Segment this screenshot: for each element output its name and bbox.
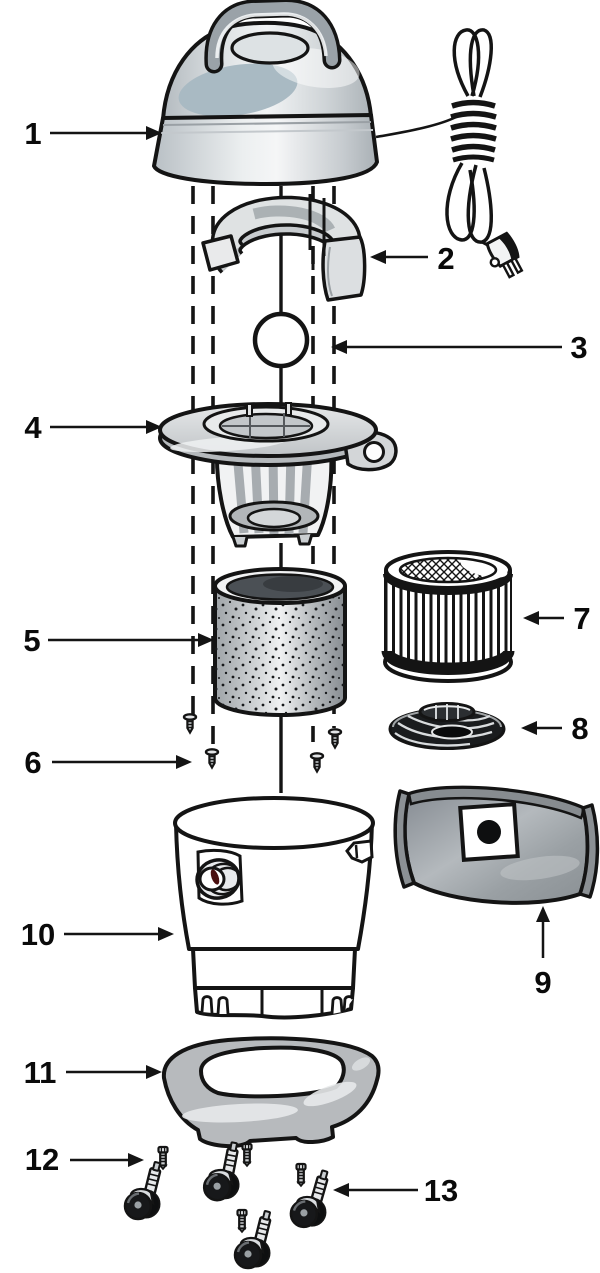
callout-12: 12 [25, 1142, 144, 1177]
callout-6-label: 6 [24, 745, 41, 780]
dolly-base [161, 1036, 381, 1148]
motor-head [152, 0, 457, 186]
float-cage [158, 402, 398, 548]
callout-1: 1 [24, 116, 162, 151]
power-cord-coil [445, 28, 524, 279]
handle-opening [230, 31, 310, 65]
callout-9-label: 9 [534, 965, 551, 1000]
tank [173, 796, 375, 1020]
lid-screws [182, 713, 343, 773]
callout-4-label: 4 [24, 410, 42, 445]
bag-label [458, 802, 520, 862]
callout-10: 10 [21, 917, 174, 952]
dust-bag [393, 785, 600, 905]
filter-retainer [388, 702, 506, 750]
callout-8-label: 8 [571, 711, 588, 746]
callout-11: 11 [24, 1055, 162, 1090]
cord-lead [375, 115, 457, 139]
callouts: 1 2 3 4 5 6 7 8 [21, 116, 591, 1208]
callout-10-label: 10 [21, 917, 55, 952]
callout-9: 9 [534, 906, 552, 1000]
tank-latch [345, 839, 374, 864]
callout-2-label: 2 [437, 241, 454, 276]
callout-3: 3 [331, 330, 588, 365]
foam-sleeve [213, 567, 347, 717]
callout-7: 7 [523, 601, 591, 636]
callout-12-label: 12 [25, 1142, 59, 1177]
callout-6: 6 [24, 745, 192, 780]
power-plug [485, 231, 524, 279]
cartridge-filter [381, 550, 515, 683]
callout-7-label: 7 [573, 601, 590, 636]
callout-8: 8 [521, 711, 589, 746]
foam-ring [201, 194, 367, 302]
callout-5-label: 5 [23, 623, 40, 658]
callout-2: 2 [370, 241, 455, 276]
inlet-port [195, 858, 242, 900]
dome-sheen-blue [178, 63, 298, 117]
callout-11-label: 11 [24, 1055, 57, 1090]
casters [123, 1140, 331, 1270]
callout-3-label: 3 [570, 330, 587, 365]
callout-13: 13 [333, 1173, 458, 1208]
callout-1-label: 1 [24, 116, 41, 151]
callout-5: 5 [23, 623, 214, 658]
callout-4: 4 [24, 410, 162, 445]
callout-13-label: 13 [424, 1173, 458, 1208]
float-ball [252, 311, 310, 369]
